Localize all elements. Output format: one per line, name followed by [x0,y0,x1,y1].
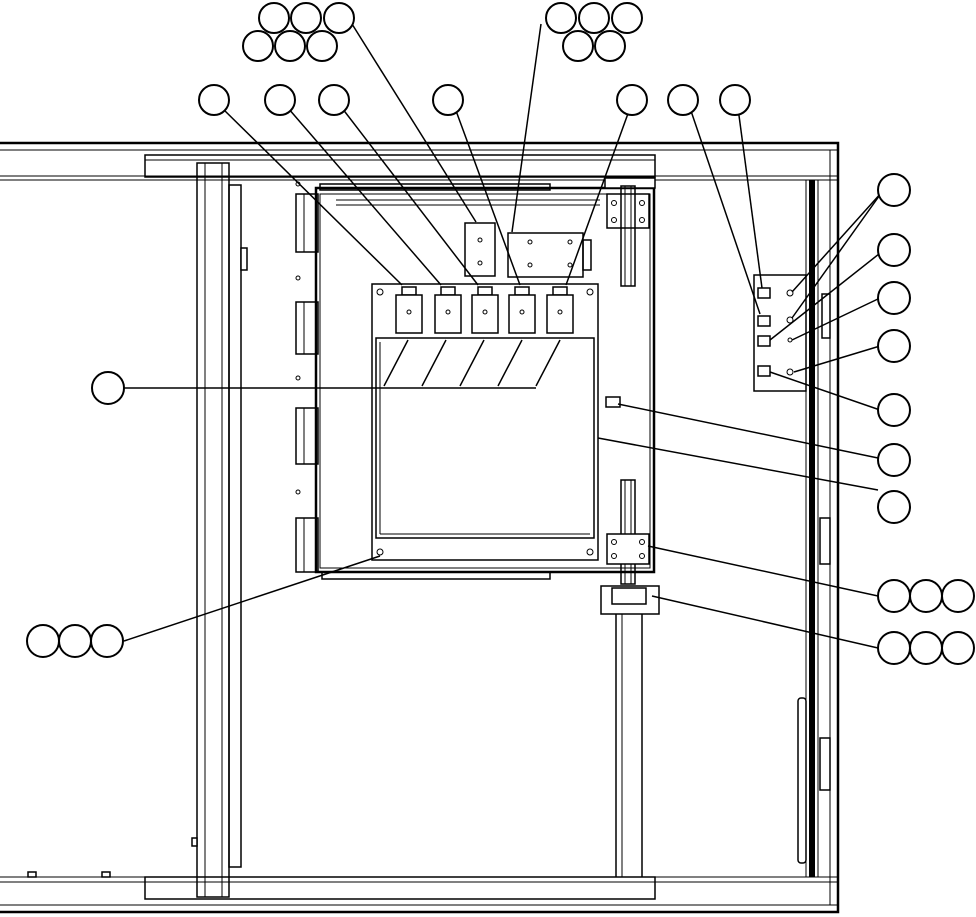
callout-balloon [719,84,751,116]
callout-balloon [941,579,975,613]
callout-balloons [26,2,975,665]
callout-balloon [594,30,626,62]
callout-balloon [90,624,124,658]
callout-balloon [242,30,274,62]
callout-balloon [318,84,350,116]
callout-balloon [877,393,911,427]
terminal-block-right [507,232,592,278]
callout-balloon [909,631,943,665]
callout-balloon [578,2,610,34]
latch-lower [600,479,660,877]
latch-upper [604,177,656,287]
callout-balloon [264,84,296,116]
circuit-card [124,337,595,539]
terminal-block-left [464,222,496,277]
callout-balloon [306,30,338,62]
indicator [605,396,621,408]
callout-balloon [91,371,125,405]
callout-balloon [545,2,577,34]
hinge-brackets [295,181,319,573]
callout-balloon [290,2,322,34]
plug-in-modules [395,286,574,334]
callout-balloon [877,631,911,665]
vertical-post [191,162,248,898]
door-edge [797,180,831,877]
cabinet-frame [0,141,840,914]
callout-balloon [941,631,975,665]
leader-lines [123,23,885,649]
callout-balloon [616,84,648,116]
callout-balloon [877,329,911,363]
callout-balloon [877,281,911,315]
callout-balloon [432,84,464,116]
callout-balloon [611,2,643,34]
callout-balloon [877,490,911,524]
callout-balloon [877,579,911,613]
mounting-plate [371,283,599,561]
callout-balloon [258,2,290,34]
rail-tab [101,871,111,878]
callout-balloon [58,624,92,658]
callout-balloon [667,84,699,116]
callout-balloon [877,173,911,207]
callout-balloon [909,579,943,613]
callout-balloon [877,443,911,477]
callout-balloon [26,624,60,658]
callout-balloon [323,2,355,34]
top-rail [144,154,656,900]
callout-balloon [562,30,594,62]
rail-tab [27,871,37,878]
callout-balloon [198,84,230,116]
callout-balloon [274,30,306,62]
callout-balloon [877,233,911,267]
